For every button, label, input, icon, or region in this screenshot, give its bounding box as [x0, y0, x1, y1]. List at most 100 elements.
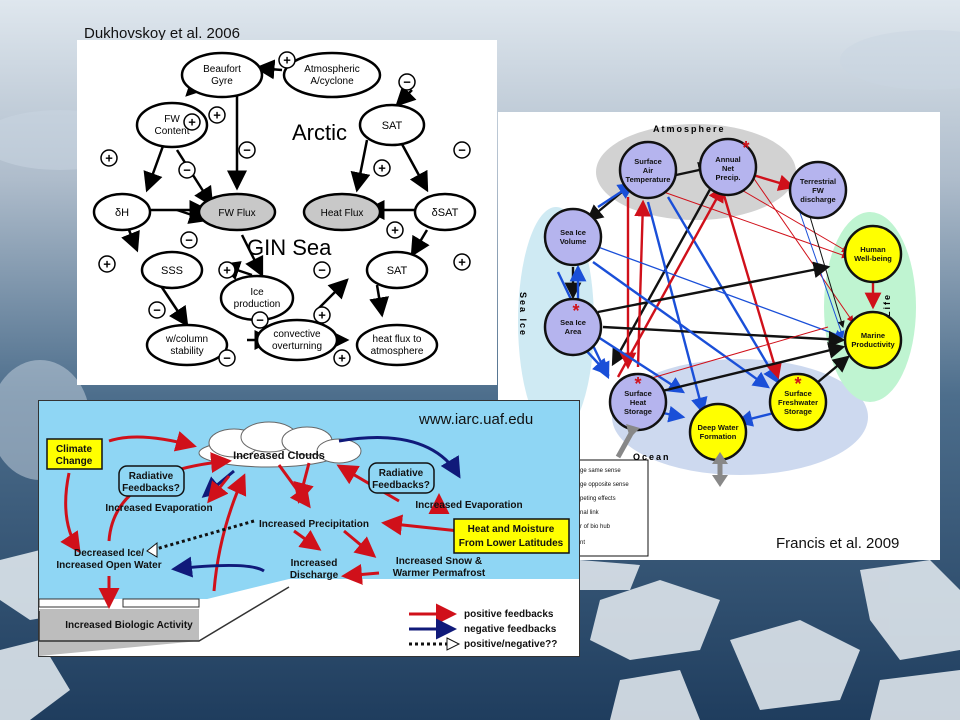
rad-right-l2: Feedbacks?	[372, 480, 430, 491]
legend-4: nal link	[580, 510, 600, 516]
node-heatflux: Heat Flux	[321, 208, 364, 219]
node-sat-l3: Temperature	[626, 175, 671, 184]
node-sia-l2: Area	[565, 327, 583, 336]
node-sat-l2: Air	[643, 166, 654, 175]
node-wcol-l1: w/column	[165, 334, 208, 345]
radiative-left-box	[118, 465, 185, 497]
plus-sign-circle	[333, 349, 351, 367]
ice-l2: Increased Open Water	[56, 560, 161, 571]
legend-6: nt	[580, 540, 585, 546]
minus-sign-circle	[178, 161, 196, 179]
plus-sign-circle	[278, 51, 296, 69]
plus-sign-circle	[183, 113, 201, 131]
node-beaufort-l2: Gyre	[211, 76, 233, 87]
node-fwflux: FW Flux	[218, 208, 255, 219]
ice-l1: Decreased Ice/	[74, 548, 144, 559]
node-siv-l1: Sea Ice	[560, 228, 586, 237]
node-fwcontent-l1: FW	[164, 114, 180, 125]
node-dh: δH	[115, 207, 129, 219]
plus-sign: +	[103, 257, 111, 272]
plus-sign-circle	[100, 149, 118, 167]
minus-sign-circle	[251, 311, 269, 329]
heat-moisture-l2: From Lower Latitudes	[459, 538, 564, 549]
minus-sign: −	[458, 143, 466, 158]
node-dwf-l1: Deep Water	[698, 423, 739, 432]
plus-sign: +	[391, 223, 399, 238]
plus-sign-circle	[373, 159, 391, 177]
node-fwcontent-l2: Content	[154, 126, 189, 137]
heat-moisture-l1: Heat and Moisture	[468, 524, 555, 535]
minus-sign-circle	[453, 141, 471, 159]
node-atmos-l2: A/cyclone	[310, 76, 354, 87]
dotted-feedback-arrow	[148, 519, 255, 553]
heat-moisture-box	[453, 518, 570, 554]
node-conv-l1: convective	[273, 329, 321, 340]
node-shs-l1: Surface	[624, 389, 652, 398]
minus-sign-circle	[238, 141, 256, 159]
node-atmos-l1: Atmospheric	[304, 64, 360, 75]
cloud-shape	[198, 421, 362, 468]
plus-sign: +	[378, 161, 386, 176]
evap-left: Increased Evaporation	[105, 503, 212, 514]
node-hw-l2: Well-being	[854, 254, 892, 263]
iarc-feedback-schematic: Climate Change Increased Clouds Radiativ…	[38, 400, 580, 657]
caption-francis: Francis et al. 2009	[776, 535, 900, 552]
plus-sign: +	[458, 255, 466, 270]
node-conv-l2: overturning	[272, 341, 322, 352]
discharge-l2: Discharge	[290, 570, 339, 581]
node-sfs-l3: Storage	[784, 407, 812, 416]
legend-positive: positive feedbacks	[464, 609, 554, 620]
node-sss: SSS	[161, 265, 183, 277]
node-sfs-l1: Surface	[784, 389, 812, 398]
minus-sign: −	[183, 163, 191, 178]
evap-right: Increased Evaporation	[415, 500, 522, 511]
node-shs-l3: Storage	[624, 407, 652, 416]
minus-sign: −	[318, 263, 326, 278]
plus-sign: +	[105, 151, 113, 166]
node-mp-l2: Productivity	[851, 340, 895, 349]
star-anp: *	[742, 138, 749, 158]
climate-change-box	[46, 438, 103, 470]
legend-posneg: positive/negative??	[464, 639, 557, 650]
minus-sign-circle	[180, 231, 198, 249]
plus-sign-circle	[453, 253, 471, 271]
caption-iarc: www.iarc.uaf.edu	[419, 411, 534, 428]
snow-l2: Warmer Permafrost	[393, 568, 486, 579]
star-sia: *	[572, 301, 579, 321]
node-hflux-l2: atmosphere	[371, 346, 424, 357]
region-gin-sea: GIN Sea	[247, 235, 332, 260]
legend-negative: negative feedbacks	[464, 624, 557, 635]
node-hflux-l1: heat flux to	[373, 334, 422, 345]
node-mp-l1: Marine	[861, 331, 885, 340]
radiative-right-box	[368, 462, 435, 494]
rad-left-l2: Feedbacks?	[122, 483, 180, 494]
legend-box	[577, 459, 649, 557]
caption-dukhovskoy: Dukhovskoy et al. 2006	[84, 25, 240, 42]
label-sea-ice: Sea Ice	[518, 292, 528, 337]
legend-5: r of bio hub	[580, 524, 611, 530]
plus-sign-circle	[218, 261, 236, 279]
climate-change-l1: Climate	[56, 444, 93, 455]
minus-sign-circle	[398, 73, 416, 91]
plus-sign: +	[283, 53, 291, 68]
discharge-l1: Increased	[291, 558, 338, 569]
minus-sign: −	[403, 75, 411, 90]
node-sat-gin: SAT	[387, 265, 408, 277]
iarc-legend: positive feedbacks negative feedbacks po…	[409, 603, 557, 651]
climate-change-l2: Change	[56, 456, 93, 467]
minus-sign: −	[256, 313, 264, 328]
node-tfw-l3: discharge	[800, 195, 835, 204]
node-hw-l1: Human	[860, 245, 886, 254]
francis-network-diagram: Atmosphere Sea Ice Ocean Life	[498, 112, 940, 560]
region-arctic: Arctic	[292, 120, 347, 145]
legend-1: ge same sense	[580, 468, 621, 474]
star-shs: *	[634, 374, 641, 394]
star-sfs: *	[794, 374, 801, 394]
minus-sign: −	[223, 351, 231, 366]
node-tfw-l1: Terrestrial	[800, 177, 836, 186]
minus-sign-circle	[148, 301, 166, 319]
node-anp-l1: Annual	[715, 155, 740, 164]
legend-3: peting effects	[580, 496, 616, 502]
node-anp-l3: Precip.	[715, 173, 740, 182]
plus-sign: +	[338, 351, 346, 366]
